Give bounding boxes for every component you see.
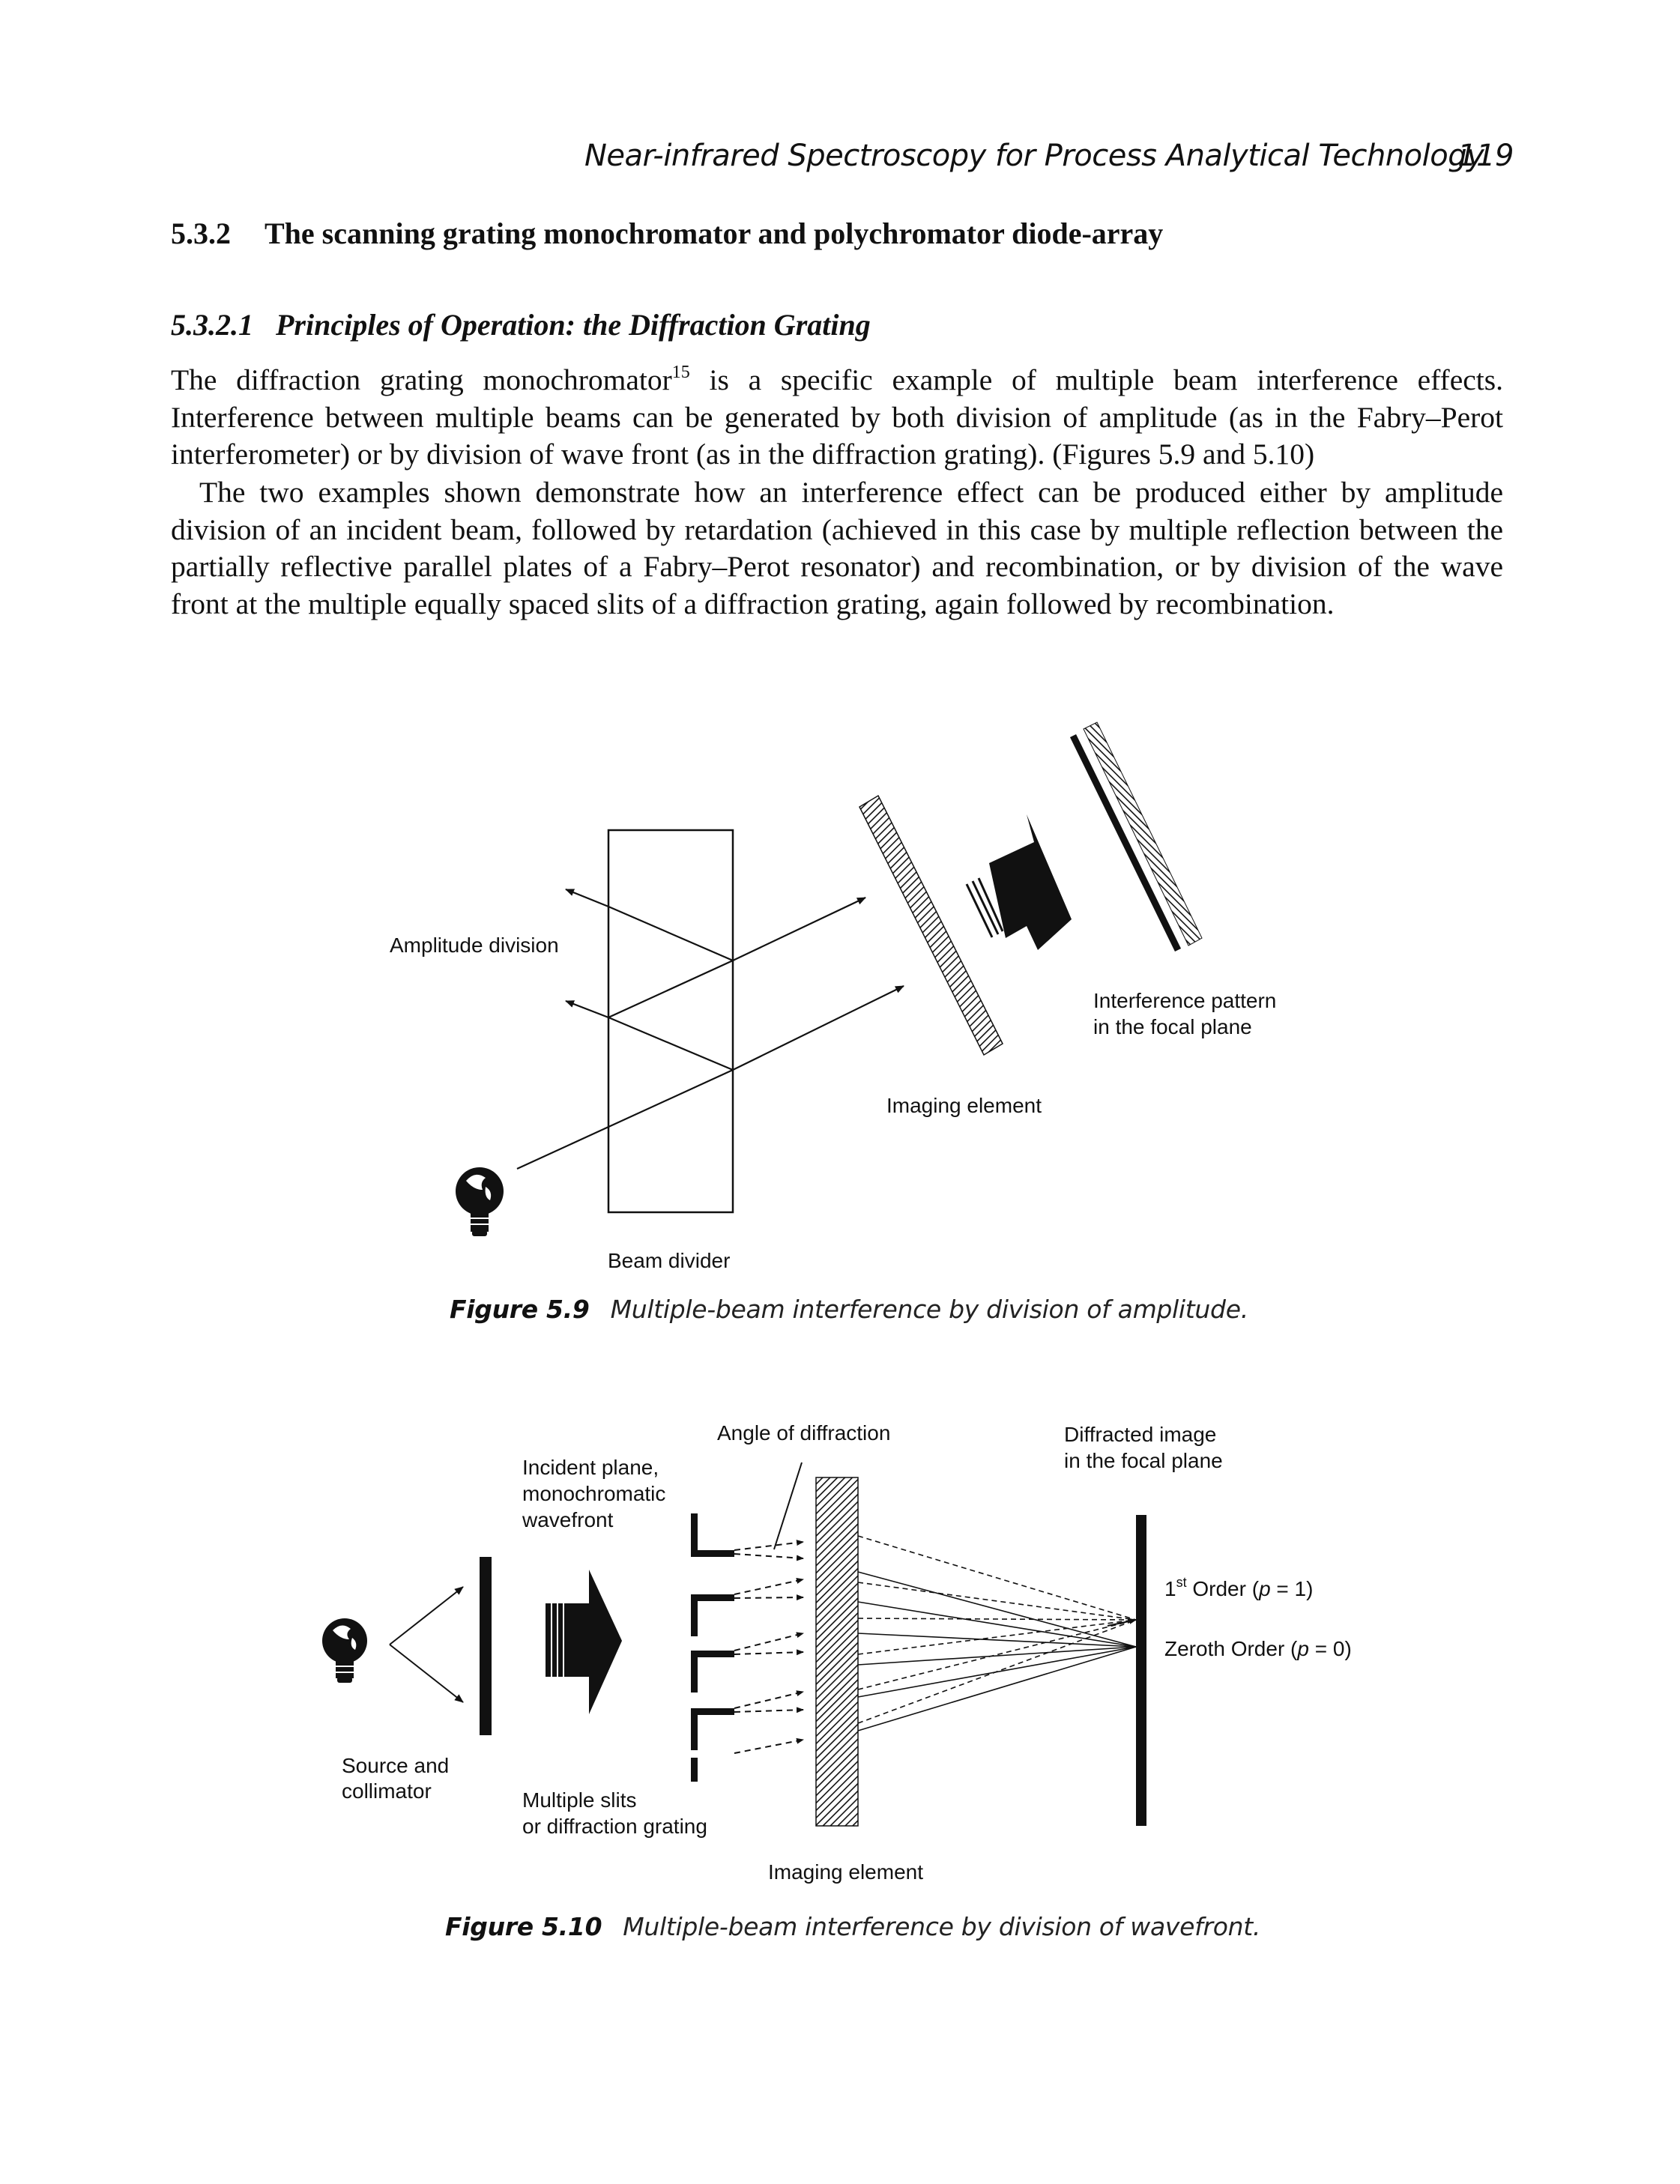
label-imaging-element-2: Imaging element [768,1860,923,1884]
first-order-word: Order ( [1187,1577,1260,1600]
angle-pointer [773,1462,803,1550]
paragraph-1-text-a: The diffraction grating monochromator [171,363,672,396]
imaging-element-grating [815,1477,859,1827]
label-interference-pattern-1: Interference pattern [1093,989,1276,1012]
label-amplitude-division: Amplitude division [390,934,559,957]
reference-15: 15 [671,363,690,382]
figure-5-10-caption: Figure 5.10 Multiple-beam interference by… [445,1912,1260,1941]
first-order-sup: st [1176,1575,1187,1590]
diffracted-focal-plane-bar [1136,1515,1146,1826]
zeroth-order-var: p [1296,1637,1309,1660]
wavefront-arrow-icon [546,1570,622,1714]
label-imaging-element: Imaging element [886,1094,1042,1117]
label-beam-divider: Beam divider [608,1249,730,1272]
subsection-heading: 5.3.2.1 Principles of Operation: the Diff… [171,307,871,342]
label-source-2: collimator [342,1779,432,1803]
source-bulb-icon [322,1618,367,1683]
section-number: 5.3.2 [171,217,231,250]
figure-5-10-caption-text: Multiple-beam interference by division o… [623,1912,1261,1941]
paragraph-2: The two examples shown demonstrate how a… [171,476,1503,620]
section-heading: 5.3.2 The scanning grating monochromator … [171,216,1163,251]
transmitted-ray-2 [732,985,904,1071]
reflected-ray-2 [565,999,609,1019]
label-zeroth-order: Zeroth Order (p = 0) [1164,1637,1352,1660]
label-slits-1: Multiple slits [522,1788,636,1812]
figure-5-9-caption: Figure 5.9 Multiple-beam interference by … [450,1295,1248,1324]
label-incident-plane-2: monochromatic [522,1482,665,1505]
subsection-title: Principles of Operation: the Diffraction… [276,308,871,342]
label-interference-pattern-2: in the focal plane [1093,1015,1252,1038]
label-incident-plane-1: Incident plane, [522,1456,659,1479]
bulb-icon [456,1167,504,1236]
zeroth-order-value: = 0) [1309,1637,1352,1660]
focal-plane-bar [1069,734,1182,952]
incident-ray [516,1069,734,1170]
label-diffracted-image-1: Diffracted image [1064,1423,1216,1446]
figure-5-9-caption-text: Multiple-beam interference by division o… [610,1295,1249,1324]
focal-plane-pattern [1083,722,1203,946]
converging-rays-dashed [857,1535,1137,1724]
label-first-order: 1st Order (p = 1) [1164,1575,1313,1600]
label-slits-2: or diffraction grating [522,1815,707,1838]
first-order-number: 1 [1164,1577,1176,1600]
figure-5-9: Amplitude division Interference pattern … [390,722,1276,1272]
label-angle-of-diffraction: Angle of diffraction [717,1421,890,1445]
beam-divider-plates [607,829,734,1214]
subsection-number: 5.3.2.1 [171,308,253,342]
converging-rays-solid [857,1571,1137,1731]
zeroth-order-word: Zeroth Order ( [1164,1637,1298,1660]
paragraph-1-text-b: is a specific example of multiple beam i… [171,363,1503,471]
reflected-ray-1 [565,888,609,908]
paragraph-1: The diffraction grating monochromator15 … [171,362,1503,474]
imaging-element-lens [859,794,1003,1056]
block-arrow-icon [989,814,1072,950]
first-order-arrow [1107,1618,1137,1627]
label-incident-plane-3: wavefront [522,1508,614,1531]
ray-paths [516,888,904,1170]
zigzag-ray [606,905,735,1071]
running-title: Near-infrared Spectroscopy for Process A… [584,139,1484,173]
page-number: 119 [1457,139,1514,173]
running-header: Near-infrared Spectroscopy for Process A… [584,139,1514,173]
figure-5-9-label: Figure 5.9 [450,1295,590,1324]
label-source-1: Source and [342,1754,449,1777]
transmitted-ray-1 [732,897,866,961]
label-diffracted-image-2: in the focal plane [1064,1449,1223,1472]
first-order-var: p [1258,1577,1271,1600]
diffraction-arrows [734,1540,804,1754]
arrow-stripes [965,877,1004,938]
figure-5-10-label: Figure 5.10 [445,1912,602,1941]
collimator-rays [389,1586,464,1703]
figure-5-10: Angle of diffraction Incident plane, mon… [322,1421,1352,1884]
first-order-value: = 1) [1271,1577,1314,1600]
multiple-slits [691,1513,734,1782]
section-title: The scanning grating monochromator and p… [265,217,1164,250]
collimator-bar [480,1557,492,1735]
